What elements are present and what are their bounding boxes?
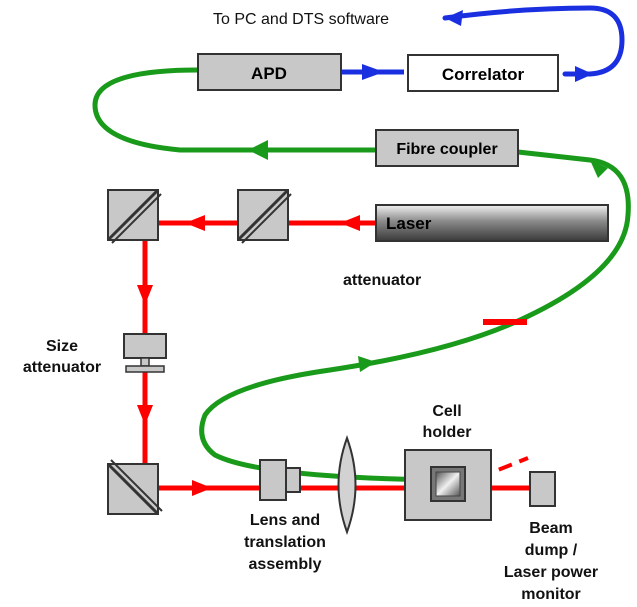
lens-label-line3: assembly [249,556,322,573]
correlator-label: Correlator [442,65,525,84]
lens-label-line2: translation [244,534,326,551]
lens [337,435,357,535]
size-label-line2: attenuator [23,359,101,376]
fibre-arrowhead-lower [358,356,376,372]
signal-arrowhead-apd-correlator [362,64,384,80]
beam-dump-label-line2: dump / [525,542,578,559]
beam-arrowhead-5 [192,480,212,496]
lens-translation-assembly [259,435,357,535]
attenuator-label: attenuator [343,272,421,289]
beam-arrowhead-2 [185,215,205,231]
beam-arrowhead-1 [340,215,360,231]
fibre-path [92,67,631,483]
beam-dump-label-line4: monitor [521,586,581,603]
fibre-arrowhead-upper [248,140,268,160]
fibre-coupler-label: Fibre coupler [396,141,497,158]
signal-arrowhead-correlator-out [575,66,593,82]
beam-dump-label-line3: Laser power [504,564,598,581]
signal-path [341,5,625,82]
beam-dump-label-line1: Beam [529,520,573,537]
laser-box: Laser [375,204,609,242]
beam-arrowhead-3 [137,285,153,305]
beam-arrowhead-4 [137,405,153,425]
mirror-bottom-left [106,459,163,516]
mirror-top-left [106,188,162,244]
fibre-arrowhead-right [590,160,608,178]
cell-holder-label-line1: Cell [432,403,461,420]
beam-dump [529,471,556,507]
cell-holder [404,449,492,521]
size-label-line1: Size [46,338,78,355]
fibre-coupler-box: Fibre coupler [375,129,519,167]
laser-label: Laser [386,214,432,233]
lens-label-line1: Lens and [250,512,320,529]
cell-holder-label-line2: holder [423,424,472,441]
beam-splitter-top [236,188,292,244]
apd-box: APD [197,53,342,91]
signal-arrowhead-top [445,10,463,26]
pc-dts-label: To PC and DTS software [213,11,389,28]
correlator-box: Correlator [407,54,559,92]
size-attenuator [123,333,167,373]
apd-label: APD [251,64,287,83]
